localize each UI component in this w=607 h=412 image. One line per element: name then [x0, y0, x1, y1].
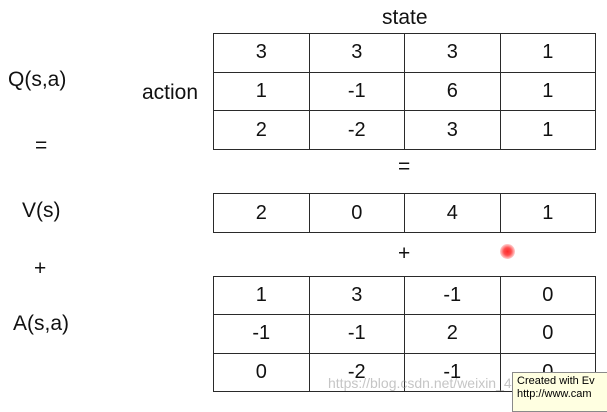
q-cell-r2-c1: -2: [309, 111, 405, 150]
tooltip: Created with Ev http://www.cam: [512, 372, 607, 412]
a-cell-r0-c0: 1: [214, 277, 310, 316]
v-cell-r0-c2: 4: [405, 194, 501, 233]
v-cell-r0-c3: 1: [500, 194, 596, 233]
v-cell-r0-c1: 0: [309, 194, 405, 233]
a-cell-r0-c1: 3: [309, 277, 405, 316]
state-label: state: [382, 6, 428, 29]
q-cell-r2-c2: 3: [405, 111, 501, 150]
a-cell-r2-c0: 0: [214, 353, 310, 392]
a-cell-r1-c1: -1: [309, 315, 405, 354]
q-cell-r1-c2: 6: [405, 72, 501, 112]
laser-pointer-dot: [500, 244, 515, 259]
q-cell-r1-c1: -1: [309, 72, 405, 112]
a-label: A(s,a): [13, 312, 70, 335]
a-cell-r1-c0: -1: [214, 315, 310, 354]
q-cell-r2-c3: 1: [500, 111, 596, 150]
a-cell-r0-c2: -1: [405, 277, 501, 316]
watermark-text: https://blog.csdn.net/weixin_4...: [328, 375, 524, 391]
a-cell-r2-c2: -1: [405, 353, 501, 392]
plus-mid: +: [398, 242, 411, 265]
plus-left: +: [34, 257, 47, 280]
a-cell-r1-c3: 0: [500, 315, 596, 354]
q-label: Q(s,a): [8, 68, 67, 91]
v-label: V(s): [22, 199, 61, 222]
q-cell-r2-c0: 2: [214, 111, 310, 150]
tooltip-line-1: Created with Ev: [517, 375, 595, 387]
action-label: action: [142, 81, 199, 104]
equals-left: =: [35, 134, 48, 157]
a-cell-r1-c2: 2: [405, 315, 501, 354]
q-cell-r1-c3: 1: [500, 72, 596, 112]
q-cell-r0-c1: 3: [309, 34, 405, 73]
q-cell-r1-c0: 1: [214, 72, 310, 112]
equals-mid: =: [398, 155, 411, 178]
a-cell-r0-c3: 0: [500, 277, 596, 316]
q-cell-r0-c0: 3: [214, 34, 310, 73]
v-cell-r0-c0: 2: [214, 194, 310, 233]
tooltip-line-2: http://www.cam: [517, 388, 592, 400]
a-cell-r2-c1: -2: [309, 353, 405, 392]
q-cell-r0-c3: 1: [500, 34, 596, 73]
q-cell-r0-c2: 3: [405, 34, 501, 73]
